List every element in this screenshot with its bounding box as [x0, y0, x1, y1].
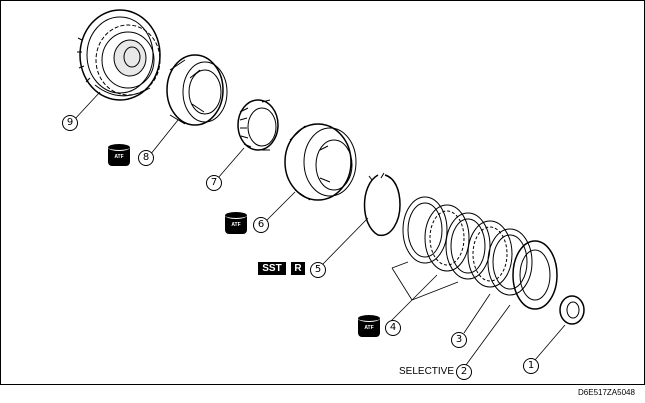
figure-id: D6E517ZA5048	[578, 388, 635, 397]
atf-cup-icon: ATF	[108, 144, 130, 166]
callout-6: 6	[253, 217, 269, 233]
leader-lines	[73, 91, 566, 366]
small-ring-part-1	[559, 295, 585, 325]
gear-part-9	[77, 9, 161, 101]
atf-cup-icon: ATF	[358, 315, 380, 337]
r-tag: R	[291, 262, 305, 275]
callout-9: 9	[62, 115, 78, 131]
drum-part-6	[284, 123, 357, 201]
atf-cup-icon: ATF	[225, 212, 247, 234]
callout-8: 8	[138, 150, 154, 166]
snap-ring-part-5	[363, 172, 401, 236]
callout-7: 7	[206, 175, 222, 191]
callout-4: 4	[385, 320, 401, 336]
callout-2: 2	[456, 364, 472, 380]
one-way-clutch-part-7	[237, 99, 279, 151]
callout-5: 5	[310, 262, 326, 278]
callout-1: 1	[523, 358, 539, 374]
retaining-plate-part-2	[512, 240, 558, 310]
sst-tag: SST	[258, 262, 286, 275]
clutch-plates-part-3-4	[402, 196, 533, 296]
drum-part-8	[166, 54, 228, 126]
callout-3: 3	[451, 332, 467, 348]
selective-label: SELECTIVE	[399, 366, 455, 377]
